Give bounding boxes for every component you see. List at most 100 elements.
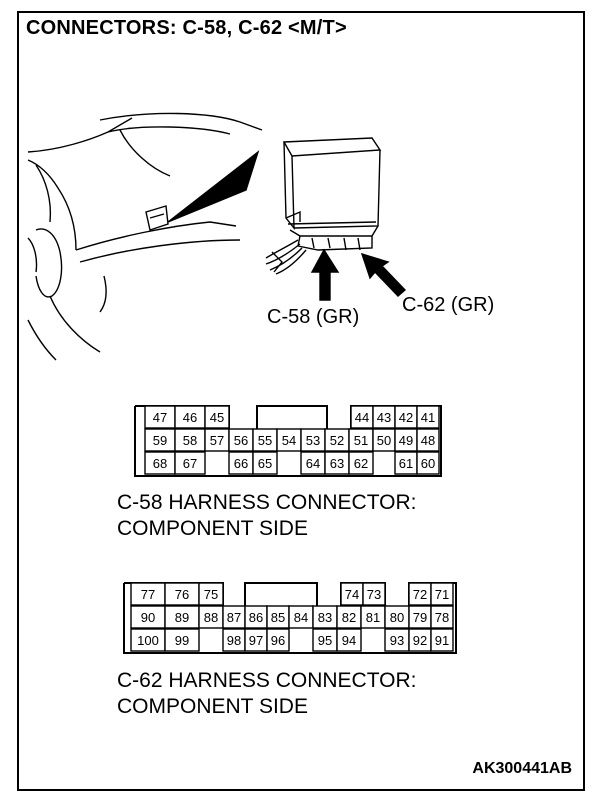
c62-pin-cell: 78	[430, 605, 454, 629]
c62-pin-number: 91	[435, 633, 449, 648]
c58-pin-number: 64	[306, 456, 320, 471]
c58-pin-number: 56	[234, 433, 248, 448]
c62-pin-number: 77	[141, 587, 155, 602]
c58-pin-cell: 57	[204, 428, 230, 452]
c58-pin-box	[348, 451, 374, 475]
c58-pin-number: 48	[421, 433, 435, 448]
c58-pin-cell: 63	[324, 451, 350, 475]
c62-pin-cell: 85	[266, 605, 290, 629]
c62-pin-number: 79	[413, 610, 427, 625]
c62-pin-cell: 96	[266, 628, 290, 652]
c58-pin-cell: 45	[204, 405, 230, 429]
c62-pin-cell: 79	[408, 605, 432, 629]
c58-pin-cell: 54	[276, 428, 302, 452]
c58-pin-cell: 62	[348, 451, 374, 475]
dashboard-drawing	[27, 112, 263, 361]
c58-pin-number: 61	[399, 456, 413, 471]
c62-pin-number: 99	[175, 633, 189, 648]
c58-pin-cell: 48	[416, 428, 440, 452]
c58-pin-number: 43	[377, 410, 391, 425]
c58-pointer-label: C-58 (GR)	[267, 306, 360, 328]
c62-pin-box	[266, 628, 290, 652]
c62-pin-number: 89	[175, 610, 189, 625]
c62-pin-number: 76	[175, 587, 189, 602]
c62-pin-cell: 83	[312, 605, 338, 629]
c58-pin-cell: 49	[394, 428, 418, 452]
c62-pin-cell: 100	[130, 628, 166, 652]
c58-pin-number: 41	[421, 410, 435, 425]
c58-pin-cell: 67	[174, 451, 206, 475]
c62-pin-number: 96	[271, 633, 285, 648]
c58-pin-number: 62	[354, 456, 368, 471]
c62-pin-number: 95	[318, 633, 332, 648]
c58-pin-number: 63	[330, 456, 344, 471]
c58-pin-cell: 43	[372, 405, 396, 429]
c58-pin-cell: 60	[416, 451, 440, 475]
c58-caption: C-58 HARNESS CONNECTOR: COMPONENT SIDE	[117, 490, 417, 542]
c62-pin-cell: 75	[198, 582, 224, 606]
c58-pin-number: 67	[183, 456, 197, 471]
c62-pin-cell: 88	[198, 605, 224, 629]
arrow-c62	[360, 252, 407, 297]
c62-pin-number: 92	[413, 633, 427, 648]
c62-caption-line1: C-62 HARNESS CONNECTOR:	[117, 669, 417, 692]
c62-pin-cell: 73	[362, 582, 386, 606]
c58-pin-number: 55	[258, 433, 272, 448]
c62-pin-number: 74	[345, 587, 359, 602]
c62-pin-box	[362, 582, 386, 606]
c62-pin-number: 86	[249, 610, 263, 625]
c58-pin-number: 58	[183, 433, 197, 448]
c58-pin-cell: 42	[394, 405, 418, 429]
c58-pin-number: 47	[153, 410, 167, 425]
c62-pin-number: 98	[227, 633, 241, 648]
c58-pin-box	[174, 451, 206, 475]
figure-code: AK300441AB	[472, 760, 572, 777]
c62-pin-cell: 86	[244, 605, 268, 629]
c62-pin-cell: 87	[222, 605, 246, 629]
c62-pin-box	[198, 582, 224, 606]
c62-pin-number: 82	[342, 610, 356, 625]
c62-pin-cell: 89	[164, 605, 200, 629]
c62-pin-cell: 91	[430, 628, 454, 652]
c58-pin-box	[416, 428, 440, 452]
c58-pin-cell: 66	[228, 451, 254, 475]
c62-pin-box	[336, 628, 362, 652]
c58-pin-number: 46	[183, 410, 197, 425]
c62-pin-number: 81	[366, 610, 380, 625]
c62-pin-cell: 99	[164, 628, 200, 652]
c62-pin-cell: 95	[312, 628, 338, 652]
c58-pin-box	[252, 451, 278, 475]
c62-pin-number: 90	[141, 610, 155, 625]
ecu-drawing	[265, 137, 382, 275]
c58-pin-cell: 50	[372, 428, 396, 452]
c62-pin-cell: 97	[244, 628, 268, 652]
c62-pin-number: 97	[249, 633, 263, 648]
c58-pin-box	[416, 405, 440, 429]
c62-pin-number: 93	[390, 633, 404, 648]
c58-pin-box	[204, 405, 230, 429]
c62-pin-box	[430, 605, 454, 629]
c62-pin-number: 88	[204, 610, 218, 625]
c58-caption-line2: COMPONENT SIDE	[117, 517, 308, 540]
c62-pin-cell: 71	[430, 582, 454, 606]
c58-pin-cell: 56	[228, 428, 254, 452]
c62-pin-cell: 80	[384, 605, 410, 629]
c58-pin-cell: 61	[394, 451, 418, 475]
c62-pin-box	[430, 628, 454, 652]
c62-pin-cell: 72	[408, 582, 432, 606]
c62-pin-cell: 93	[384, 628, 410, 652]
c58-pin-number: 50	[377, 433, 391, 448]
c62-pin-cell: 76	[164, 582, 200, 606]
c58-pin-number: 68	[153, 456, 167, 471]
c62-pin-cell: 92	[408, 628, 432, 652]
c58-pin-number: 59	[153, 433, 167, 448]
c62-pin-number: 78	[435, 610, 449, 625]
c62-pin-number: 87	[227, 610, 241, 625]
c62-pin-cell: 84	[288, 605, 314, 629]
c62-pin-cell: 98	[222, 628, 246, 652]
arrow-c58	[310, 248, 340, 301]
c58-pin-number: 65	[258, 456, 272, 471]
